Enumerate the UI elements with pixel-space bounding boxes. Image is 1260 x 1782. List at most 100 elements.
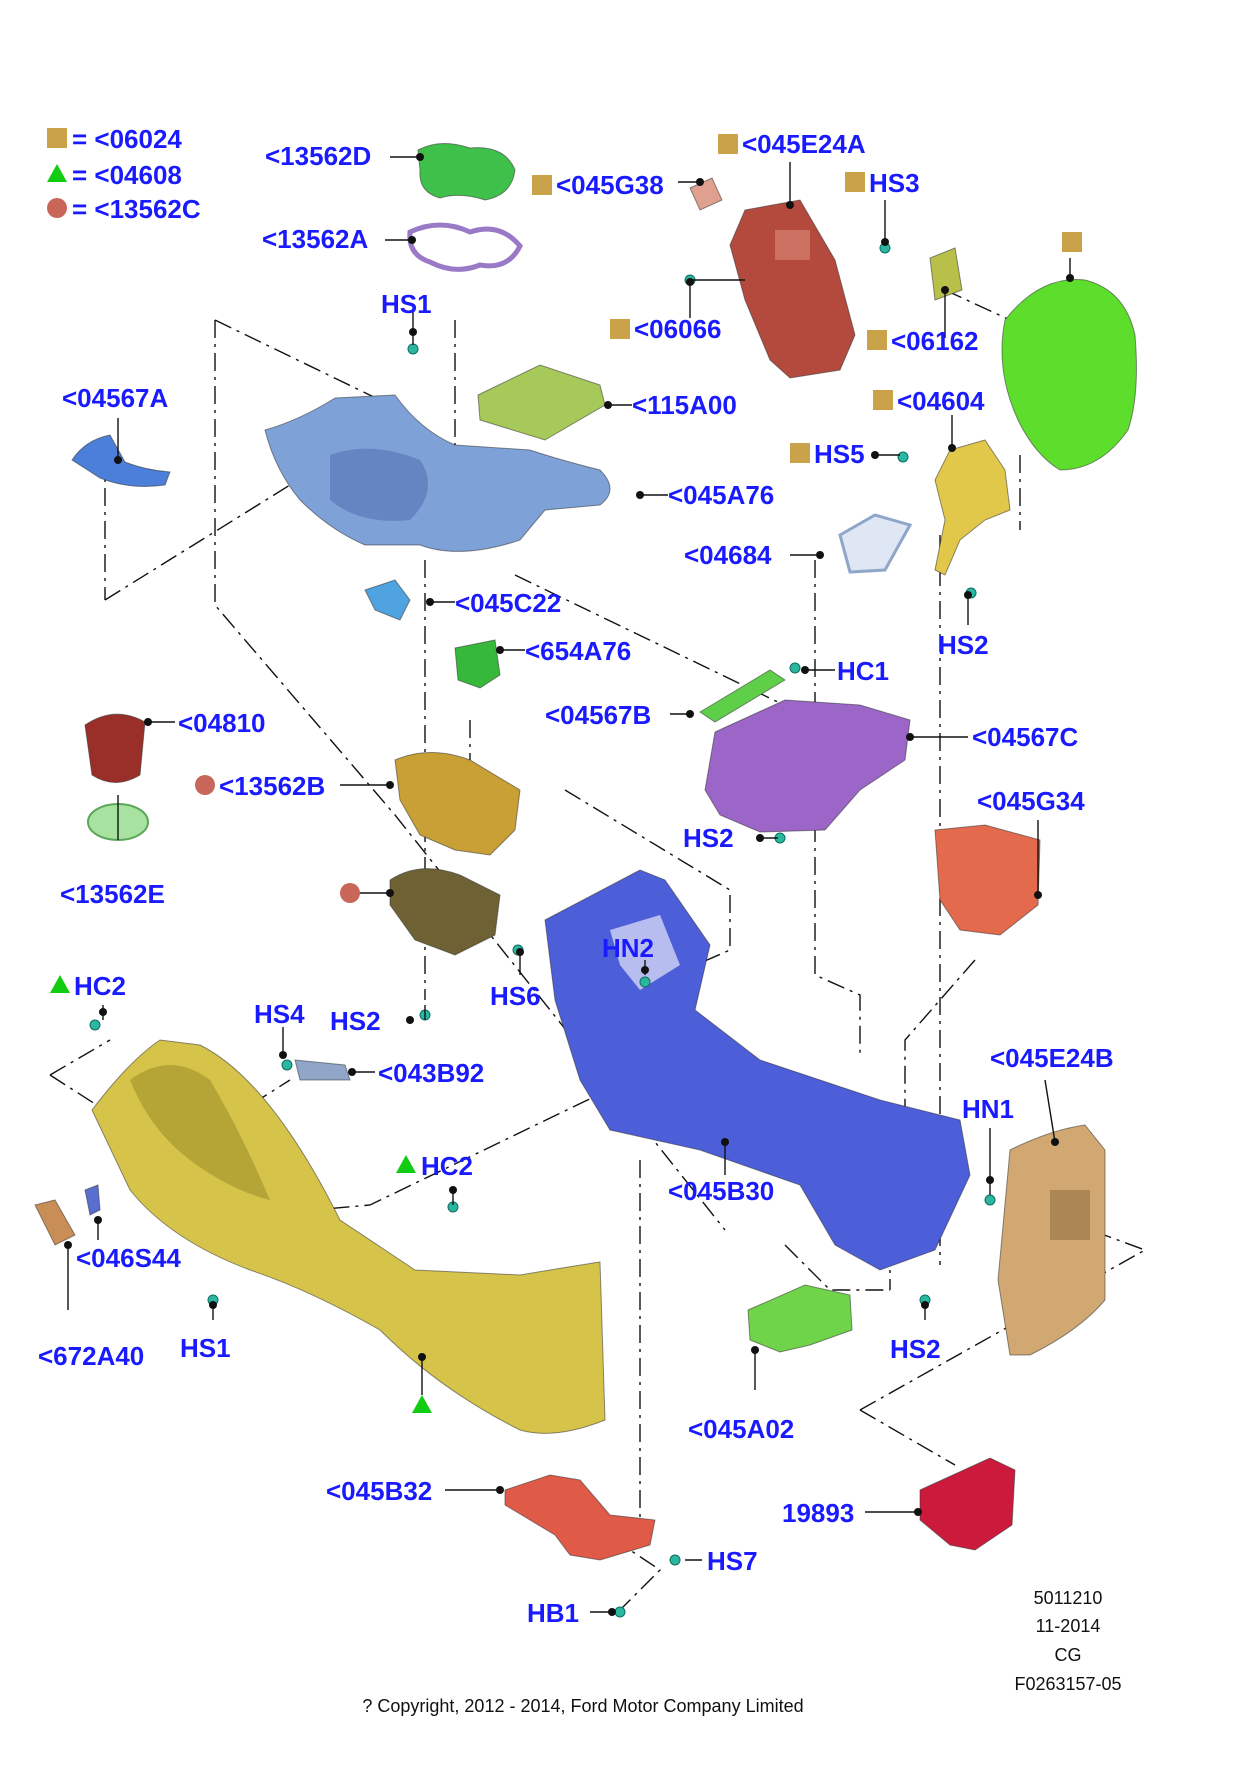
footer-initials: CG: [1055, 1645, 1082, 1665]
label-hs2-right: HS2: [938, 630, 989, 660]
label-045B32: <045B32: [326, 1476, 432, 1506]
label-045E24B: <045E24B: [990, 1043, 1114, 1073]
parts: [34, 143, 1137, 1561]
circle-symbol-icon: [47, 198, 67, 218]
label-04604: <04604: [897, 386, 985, 416]
part-13562A-shape: [407, 222, 523, 272]
label-hs1-bottom: HS1: [180, 1333, 231, 1363]
label-13562A: <13562A: [262, 224, 368, 254]
copyright-notice: ? Copyright, 2012 - 2014, Ford Motor Com…: [362, 1696, 803, 1716]
leader-lines: [64, 153, 1074, 1616]
label-06162: <06162: [891, 326, 978, 356]
label-hs2-bottom-right: HS2: [890, 1334, 941, 1364]
part-045B32-shape: [504, 1474, 656, 1561]
fastener-hs7-icon: [669, 1554, 681, 1566]
part-045A76-opening: [330, 448, 428, 521]
legend-triangle-text: = <04608: [72, 160, 182, 190]
label-circle-13562B-icon: [195, 775, 215, 795]
label-04567A: <04567A: [62, 383, 168, 413]
label-hs3: HS3: [869, 168, 920, 198]
label-045A76: <045A76: [668, 480, 774, 510]
part-04684-shape: [838, 513, 913, 574]
part-654A76-shape: [454, 639, 501, 689]
label-symbols: [50, 134, 1082, 1413]
label-hs2-left: HS2: [330, 1006, 381, 1036]
part-043B92-shape: [294, 1059, 351, 1081]
part-side-panel-shade: [130, 1065, 270, 1200]
part-labels: <13562D <13562A HS1 <04567A <045G38 <045…: [38, 129, 1114, 1628]
part-armrest-lid-shape: [1001, 279, 1137, 471]
part-045G34-shape: [934, 824, 1041, 936]
part-06162-shape: [929, 247, 963, 301]
part-045E24A-shape: [729, 199, 856, 379]
label-045B30: <045B30: [668, 1176, 774, 1206]
part-side-panel-shape: [91, 1039, 606, 1434]
label-triangle-hc2-left-icon: [50, 975, 70, 993]
label-045E24A: <045E24A: [742, 129, 866, 159]
label-hs2-mid: HS2: [683, 823, 734, 853]
fastener-hn1-icon: [984, 1194, 996, 1206]
part-046S44-shape: [84, 1184, 101, 1216]
label-06066: <06066: [634, 314, 721, 344]
part-04810-shape: [84, 713, 146, 783]
label-04684: <04684: [684, 540, 772, 570]
label-19893: 19893: [782, 1498, 854, 1528]
label-04810: <04810: [178, 708, 265, 738]
label-square-04604-icon: [873, 390, 893, 410]
label-triangle-hc2-mid-icon: [396, 1155, 416, 1173]
fastener-hc2-left-icon: [89, 1019, 101, 1031]
part-045G38-shape: [689, 177, 723, 211]
label-square-hs5-icon: [790, 443, 810, 463]
part-045B30-opening: [610, 915, 680, 990]
label-square-06066-icon: [610, 319, 630, 339]
fastener-hc1-icon: [789, 662, 801, 674]
legend: = <06024 = <04608 = <13562C: [47, 124, 201, 224]
label-square-045E24A-icon: [718, 134, 738, 154]
triangle-symbol-icon: [47, 164, 67, 182]
fastener-hs4-icon: [281, 1059, 293, 1071]
footer-code: 5011210: [1034, 1588, 1103, 1608]
label-square-045G38-icon: [532, 175, 552, 195]
fastener-hs5-icon: [897, 451, 909, 463]
fastener-hb1-icon: [614, 1606, 626, 1618]
footer: 5011210 11-2014 CG F0263157-05 ? Copyrig…: [362, 1588, 1121, 1716]
label-04567C: <04567C: [972, 722, 1078, 752]
label-hs5: HS5: [814, 439, 865, 469]
label-hb1: HB1: [527, 1598, 579, 1628]
legend-square-text: = <06024: [72, 124, 182, 154]
label-square-armrest-icon: [1062, 232, 1082, 252]
label-hs6: HS6: [490, 981, 541, 1011]
label-672A40: <672A40: [38, 1341, 144, 1371]
label-hs4: HS4: [254, 999, 305, 1029]
label-654A76: <654A76: [525, 636, 631, 666]
label-046S44: <046S44: [76, 1243, 181, 1273]
label-045C22: <045C22: [455, 588, 561, 618]
label-hc2-left: HC2: [74, 971, 126, 1001]
part-04567B-shape: [699, 669, 786, 723]
label-triangle-side-panel-icon: [412, 1395, 432, 1413]
label-hn2: HN2: [602, 933, 654, 963]
label-circle-cup-insert-icon: [340, 883, 360, 903]
part-04604-shape: [934, 439, 1011, 576]
label-hs1-top: HS1: [381, 289, 432, 319]
footer-ref: F0263157-05: [1014, 1674, 1121, 1694]
label-hc1: HC1: [837, 656, 889, 686]
footer-date: 11-2014: [1036, 1616, 1101, 1636]
label-hc2-mid: HC2: [421, 1151, 473, 1181]
label-square-hs3-icon: [845, 172, 865, 192]
part-13562D-shape: [417, 143, 516, 201]
label-13562D: <13562D: [265, 141, 371, 171]
part-19893-shape: [919, 1457, 1016, 1551]
part-045A02-shape: [747, 1284, 853, 1353]
label-square-06162-icon: [867, 330, 887, 350]
label-hn1: HN1: [962, 1094, 1014, 1124]
part-13562B-shape: [394, 752, 521, 856]
fastener-hn2-icon: [639, 976, 651, 988]
label-045G34: <045G34: [977, 786, 1085, 816]
label-hs7: HS7: [707, 1546, 758, 1576]
part-045C22-shape: [364, 579, 411, 621]
part-045E24B-window: [1050, 1190, 1090, 1240]
part-672A40-shape: [34, 1199, 76, 1246]
part-04567C-shape: [704, 699, 911, 833]
